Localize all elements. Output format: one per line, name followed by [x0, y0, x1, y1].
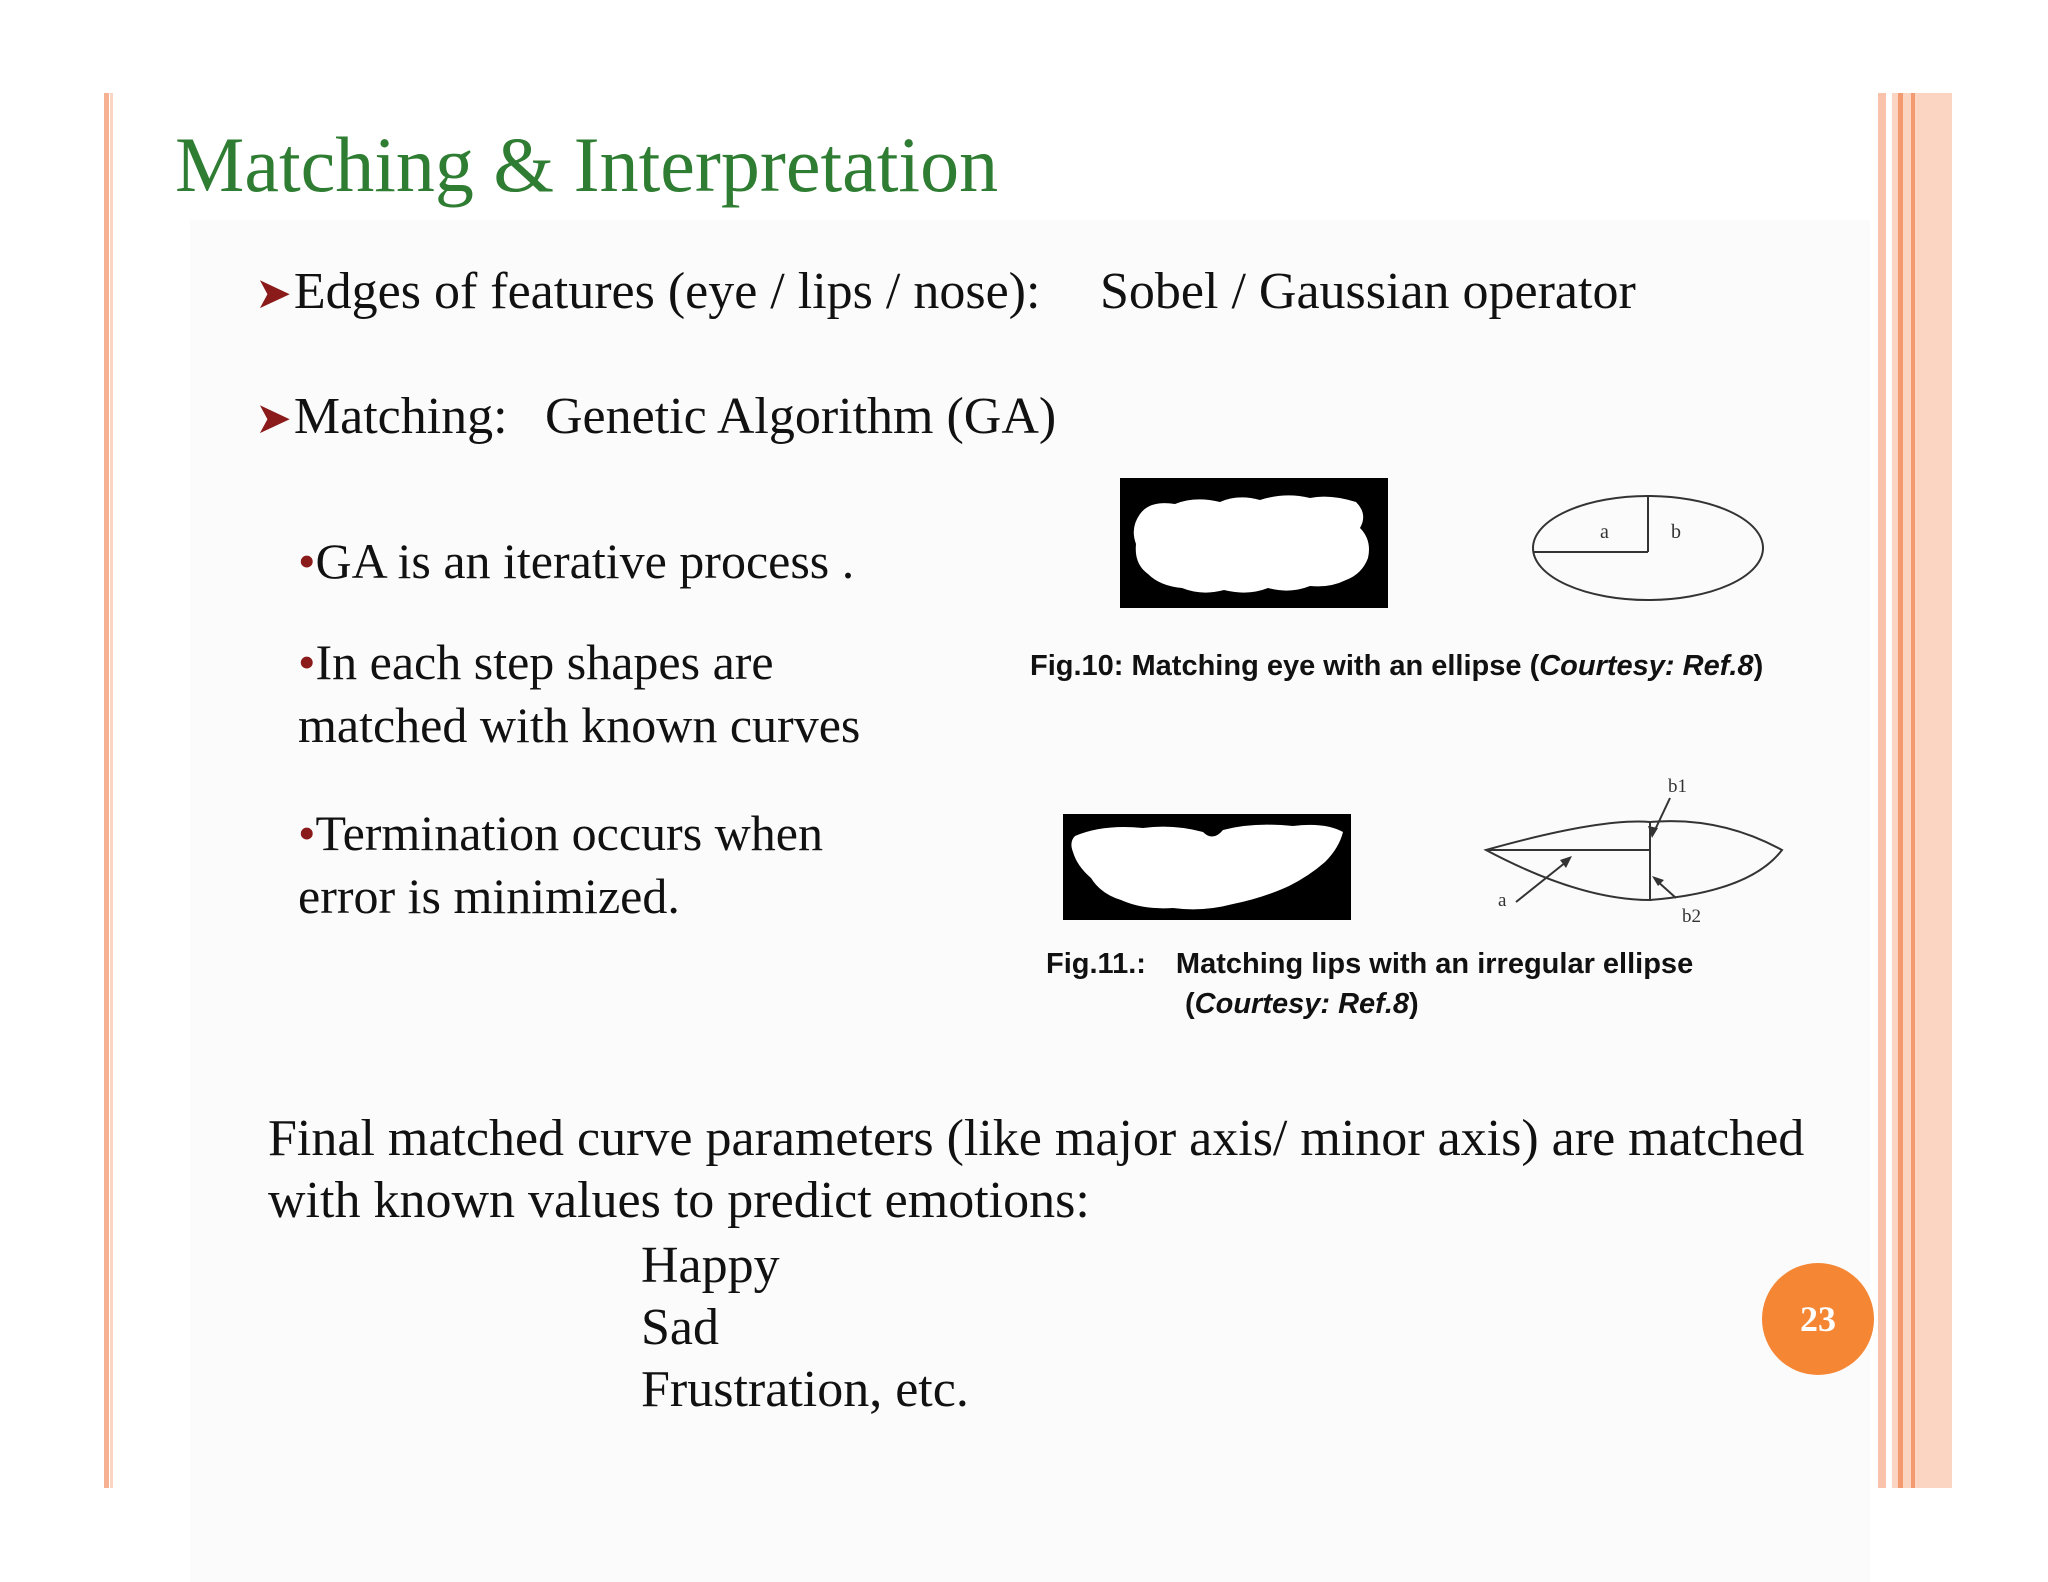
irregular-ellipse-label-b1: b1: [1668, 776, 1687, 797]
fig11-close: ): [1409, 988, 1419, 1020]
page-number-badge: 23: [1762, 1263, 1874, 1375]
irregular-ellipse-label-b2: b2: [1682, 906, 1701, 927]
fig11-caption-line2: (Courtesy: Ref.8): [1185, 988, 1419, 1021]
emotion-sad: Sad: [641, 1299, 719, 1356]
fig10-text: Matching eye with an ellipse (: [1123, 650, 1540, 682]
emotion-happy: Happy: [641, 1237, 780, 1294]
sub-bullet-termination: •Termination occurs when error is minimi…: [298, 802, 898, 927]
sub-bullet-steps: •In each step shapes are matched with kn…: [298, 631, 938, 756]
sub-bullet-termination-text: Termination occurs when error is minimiz…: [298, 805, 823, 924]
fig11-text: Matching lips with an irregular ellipse: [1175, 948, 1694, 980]
bullet-matching-value: Genetic Algorithm (GA): [545, 388, 1057, 445]
fig11-label: Fig.11.:: [1046, 948, 1146, 980]
sub-bullet-ga: •GA is an iterative process .: [298, 530, 854, 593]
fig10-close: ): [1753, 650, 1764, 682]
fig11-open: (: [1185, 988, 1195, 1020]
sub-bullet-steps-text: In each step shapes are matched with kno…: [298, 634, 861, 753]
fig10-courtesy: Courtesy: Ref.8: [1539, 650, 1754, 682]
dot-icon: •: [298, 634, 316, 690]
right-border-stripe-3: [1911, 93, 1915, 1488]
lips-ellipse-diagram: a b1 b2: [1483, 776, 1784, 927]
bullet-edges-value: Sobel / Gaussian operator: [1100, 263, 1636, 320]
bullet-matching-label: Matching:: [293, 388, 508, 445]
sub-bullet-ga-text: GA is an iterative process .: [315, 533, 855, 589]
left-border-stripe-thin: [110, 93, 113, 1488]
bullet-edges-label: Edges of features (eye / lips / nose):: [293, 263, 1041, 320]
right-border-stripe-2: [1898, 93, 1903, 1488]
arrowhead-icon: ➤: [255, 394, 292, 443]
arrowhead-icon: ➤: [255, 269, 292, 318]
slide-title: Matching & Interpretation: [175, 121, 999, 208]
fig11-courtesy: Courtesy: Ref.8: [1194, 988, 1409, 1020]
eye-ellipse-diagram: a b: [1532, 495, 1764, 601]
fig10-caption: Fig.10: Matching eye with an ellipse (Co…: [1030, 650, 1763, 683]
ellipse-label-a: a: [1600, 521, 1609, 543]
irregular-ellipse-label-a: a: [1498, 890, 1507, 911]
eye-shape-image: [1120, 478, 1388, 608]
right-border-stripe-1: [1878, 93, 1886, 1488]
bullet-edges: ➤Edges of features (eye / lips / nose):: [255, 262, 1040, 322]
emotion-frustration: Frustration, etc.: [641, 1361, 969, 1418]
dot-icon: •: [298, 805, 316, 861]
ellipse-label-b: b: [1671, 521, 1681, 543]
dot-icon: •: [298, 533, 316, 589]
fig11-caption-line1: Fig.11.: Matching lips with an irregular …: [1046, 948, 1693, 981]
bullet-matching: ➤Matching:: [255, 387, 508, 447]
left-border-stripe: [104, 93, 109, 1488]
slide-content-panel: [190, 220, 1870, 1582]
final-paragraph: Final matched curve parameters (like maj…: [268, 1110, 1805, 1230]
lips-shape-image: [1063, 814, 1351, 920]
fig10-label: Fig.10:: [1030, 650, 1124, 682]
